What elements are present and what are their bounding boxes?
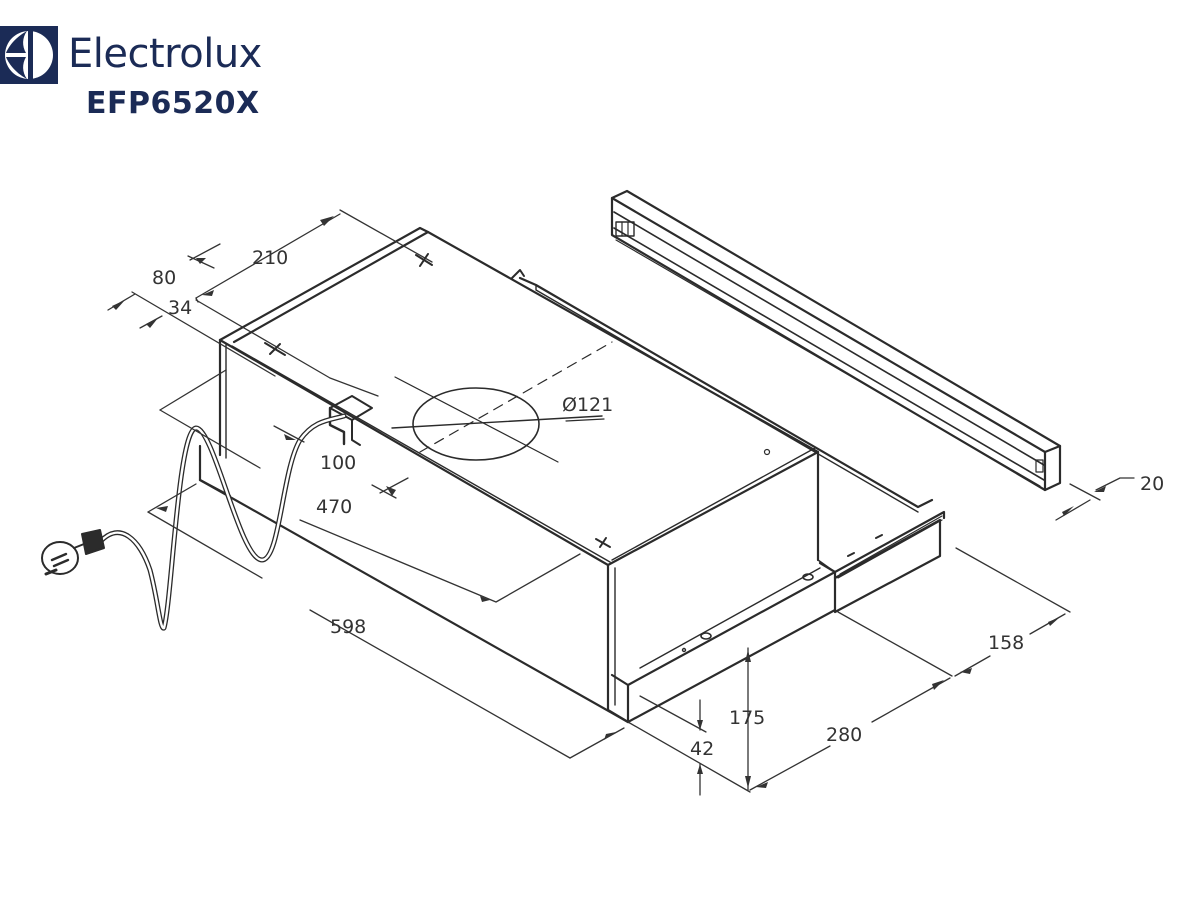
power-cord-inner [98, 414, 346, 630]
dim-470: 470 [316, 496, 352, 518]
dim-34: 34 [168, 297, 192, 319]
dimension-labels: 210 80 34 Ø121 100 470 598 20 158 280 17… [152, 247, 1164, 760]
dim-175: 175 [729, 707, 765, 729]
front-trim-bar [610, 189, 1062, 492]
brand-header: Electrolux EFP6520X [0, 26, 270, 126]
electrolux-logo-icon [0, 26, 58, 84]
plug-icon [41, 529, 105, 576]
dim-158: 158 [988, 632, 1024, 654]
dim-280: 280 [826, 724, 862, 746]
dimension-lines [107, 209, 1135, 796]
brand-name: Electrolux [68, 31, 262, 77]
dim-598: 598 [330, 616, 366, 638]
dim-80: 80 [152, 267, 176, 289]
dim-42: 42 [690, 738, 714, 760]
model-number: EFP6520X [86, 86, 260, 121]
dimension-arrows [112, 216, 1106, 788]
hood-body [198, 226, 946, 724]
dim-210: 210 [252, 247, 288, 269]
dim-20: 20 [1140, 473, 1164, 495]
duct-outlet [392, 342, 613, 463]
power-cord [97, 413, 347, 631]
dim-121-diameter: Ø121 [562, 394, 613, 416]
dim-100: 100 [320, 452, 356, 474]
